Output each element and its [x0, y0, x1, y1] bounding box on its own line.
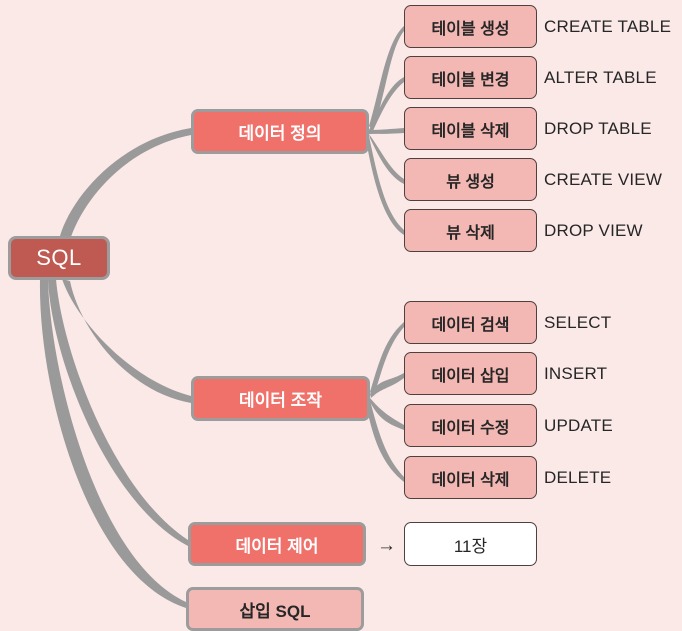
edge-dml-to-leaf-2 [370, 398, 404, 430]
edge-ddl-to-leaf-2 [369, 128, 404, 134]
node-leaf-update[interactable]: 데이터 수정 [404, 404, 537, 447]
edge-sql-to-ddl [60, 128, 191, 240]
node-root-sql[interactable]: SQL [8, 236, 110, 280]
node-leaf-delete[interactable]: 데이터 삭제 [404, 456, 537, 499]
node-branch-dcl[interactable]: 데이터 제어 [188, 522, 366, 566]
edge-ddl-to-leaf-1 [369, 77, 404, 133]
node-branch-embedded-sql[interactable]: 삽입 SQL [186, 587, 364, 631]
edge-sql-to-embedded [39, 279, 186, 608]
node-leaf-select[interactable]: 데이터 검색 [404, 301, 537, 344]
keyword-insert: INSERT [544, 364, 608, 383]
node-branch-dml-label: 데이터 조작 [239, 391, 322, 410]
node-leaf-label: 뷰 삭제 [446, 224, 495, 242]
node-leaf-label: 데이터 수정 [431, 419, 510, 437]
keyword-create-table: CREATE TABLE [544, 17, 672, 36]
edge-ddl-to-leaf-3 [369, 134, 404, 184]
node-leaf-label: 데이터 삭제 [431, 471, 510, 489]
node-leaf-drop-table[interactable]: 테이블 삭제 [404, 107, 537, 150]
node-leaf-create-view[interactable]: 뷰 생성 [404, 158, 537, 201]
node-leaf-label: 테이블 변경 [431, 71, 510, 89]
keyword-drop-view: DROP VIEW [544, 221, 643, 240]
edge-ddl-to-leaf-0 [369, 26, 404, 130]
keyword-delete: DELETE [544, 468, 612, 487]
node-leaf-insert[interactable]: 데이터 삽입 [404, 352, 537, 395]
edge-sql-to-dml [62, 279, 191, 403]
arrow-right-icon: → [377, 535, 396, 556]
node-leaf-create-table[interactable]: 테이블 생성 [404, 5, 537, 48]
node-leaf-drop-view[interactable]: 뷰 삭제 [404, 209, 537, 252]
keyword-update: UPDATE [544, 416, 613, 435]
keyword-drop-table: DROP TABLE [544, 119, 652, 138]
edge-ddl-to-leaf-4 [366, 136, 404, 235]
node-branch-ddl-label: 데이터 정의 [238, 124, 322, 143]
keyword-alter-table: ALTER TABLE [544, 68, 657, 87]
node-leaf-label: 뷰 생성 [446, 173, 495, 191]
node-reference-label: 11장 [453, 536, 488, 556]
edge-dml-to-leaf-0 [370, 322, 404, 396]
edge-dml-to-leaf-1 [370, 373, 404, 398]
node-reference-chapter-11[interactable]: 11장 [404, 522, 537, 566]
node-branch-dcl-label: 데이터 제어 [235, 536, 319, 556]
edge-dml-to-leaf-3 [366, 400, 404, 482]
node-branch-ddl[interactable]: 데이터 정의 [191, 109, 369, 154]
node-leaf-label: 테이블 생성 [431, 20, 510, 38]
node-root-label: SQL [36, 245, 82, 270]
keyword-select: SELECT [544, 313, 612, 332]
node-branch-embedded-sql-label: 삽입 SQL [239, 601, 311, 621]
node-leaf-alter-table[interactable]: 테이블 변경 [404, 56, 537, 99]
node-leaf-label: 데이터 삽입 [431, 367, 510, 385]
edge-sql-to-dcl [48, 279, 188, 546]
keyword-create-view: CREATE VIEW [544, 170, 663, 189]
node-branch-dml[interactable]: 데이터 조작 [191, 376, 370, 421]
node-leaf-label: 테이블 삭제 [431, 122, 510, 140]
node-leaf-label: 데이터 검색 [431, 316, 510, 334]
